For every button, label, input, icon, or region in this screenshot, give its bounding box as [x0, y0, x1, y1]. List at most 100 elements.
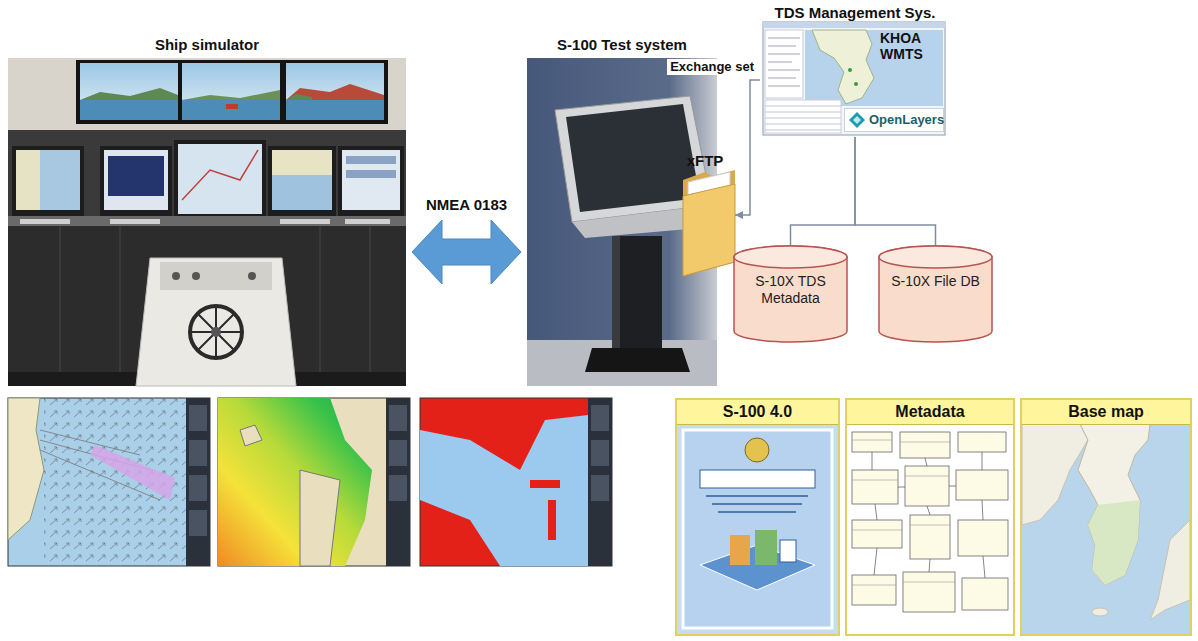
simulator-photo-part	[104, 150, 168, 210]
simulator-photo-part	[136, 258, 296, 386]
simulator-photo-part	[190, 306, 242, 358]
simulator-photo-part	[272, 150, 332, 210]
uml-page-part	[852, 432, 1008, 612]
simulator-photo-part	[108, 156, 164, 196]
simulator-photo-part	[182, 63, 280, 120]
simulator-photo-part	[342, 150, 400, 210]
simulator-photo-part	[80, 100, 178, 120]
connector-line	[855, 137, 936, 245]
simulator-photo-part	[8, 130, 406, 386]
chart-screenshot-part	[386, 398, 410, 566]
simulator-photo-part	[345, 219, 390, 224]
chart-screenshot-part	[591, 405, 609, 431]
chart-screenshot-part	[189, 475, 207, 501]
simulator-photo-part	[40, 150, 80, 210]
base-map-part	[1088, 500, 1140, 585]
node-heading: Metadata	[847, 400, 1013, 425]
uml-page-part-part	[958, 520, 1008, 556]
connector-line	[791, 137, 856, 245]
chart-screenshot-part	[186, 398, 210, 566]
management-screenshot-part	[812, 30, 874, 104]
simulator-photo-part	[172, 272, 180, 280]
node-heading: Ship simulator	[8, 36, 406, 54]
management-screenshot-part	[805, 30, 943, 106]
base-map-part	[1022, 424, 1088, 525]
simulator-photo-part	[226, 104, 238, 109]
management-screenshot	[763, 22, 945, 135]
simulator-photo-part	[346, 170, 396, 178]
simulator-photo-part	[192, 272, 200, 280]
document-panel: Metadata	[845, 398, 1015, 636]
chart-screenshot	[218, 398, 410, 566]
base-map-part	[1092, 608, 1108, 616]
uml-page-part-part	[852, 575, 896, 605]
node-heading: Base map	[1022, 400, 1190, 425]
management-screenshot-part	[848, 68, 852, 72]
chart-screenshot-part	[189, 440, 207, 466]
node-label: KHOA WMTS	[880, 30, 938, 62]
connector-line	[735, 80, 760, 215]
simulator-photo-part	[286, 84, 384, 100]
node-heading: xFTP	[675, 152, 735, 170]
simulator-photo-part	[20, 219, 70, 224]
simulator-photo-part	[190, 306, 242, 358]
chart-screenshot-part	[530, 480, 560, 488]
simulator-photo-part	[178, 144, 262, 214]
cover-page-part	[706, 496, 808, 512]
simulator-photo-part	[174, 140, 266, 218]
simulator-photo-part	[286, 63, 384, 120]
chart-screenshot-part	[44, 398, 186, 566]
simulator-photo-part	[248, 272, 256, 280]
uml-page-part-part	[900, 432, 950, 458]
uml-page-part-part	[905, 466, 949, 506]
database-cylinder: S-10X File DB	[878, 245, 993, 343]
simulator-photo-part	[160, 262, 272, 290]
edge-label: Exchange set	[667, 59, 757, 75]
simulator-photo-part	[8, 216, 406, 226]
simulator-photo-part	[80, 63, 178, 120]
kiosk-photo-part	[585, 348, 690, 372]
chart-screenshot-part	[240, 425, 262, 446]
uml-page-part-part	[910, 515, 950, 559]
simulator-photo-part	[182, 150, 258, 200]
simulator-photo-part	[182, 90, 280, 100]
kiosk-photo-part	[612, 236, 662, 348]
cover-page-part	[677, 424, 838, 634]
simulator-photo-part	[338, 146, 404, 216]
base-map	[1022, 424, 1190, 634]
chart-screenshot-part	[300, 470, 340, 566]
edge-label: NMEA 0183	[423, 196, 510, 214]
cover-page-part	[755, 530, 777, 565]
uml-page-part	[852, 440, 955, 585]
chart-screenshot-part	[189, 405, 207, 431]
chart-screenshot-part	[591, 440, 609, 466]
base-map-part	[1150, 520, 1190, 620]
cover-page-part	[700, 470, 815, 488]
uml-page-part	[847, 424, 1013, 634]
simulator-photo-part	[80, 88, 178, 100]
management-screenshot-part	[765, 30, 803, 98]
uml-page-part-part	[956, 470, 1008, 500]
node-heading: S-10X File DB	[878, 245, 993, 294]
cylinder-body	[879, 246, 992, 342]
chart-screenshot	[420, 398, 612, 566]
logo-diamond	[849, 112, 865, 128]
document-panel: S-100 4.0	[675, 398, 840, 636]
folder-icon-art-part	[683, 184, 735, 276]
chart-screenshot-part	[389, 440, 407, 466]
test-system-panel: S-100 Test system	[527, 34, 717, 386]
database-cylinder: S-10X TDS Metadata	[733, 245, 848, 343]
simulator-photo-part	[286, 94, 312, 100]
uml-page	[847, 424, 1013, 634]
chart-screenshot-part	[389, 475, 407, 501]
management-screenshot-part	[854, 82, 858, 86]
cover-page-part	[683, 430, 832, 628]
uml-page-part-part	[903, 572, 955, 612]
simulator-photo-part	[16, 150, 80, 210]
uml-page-part-part	[962, 578, 1008, 610]
kiosk-photo-part	[566, 104, 700, 212]
management-screenshot-part	[765, 106, 841, 130]
uml-page-part-part	[852, 432, 892, 452]
